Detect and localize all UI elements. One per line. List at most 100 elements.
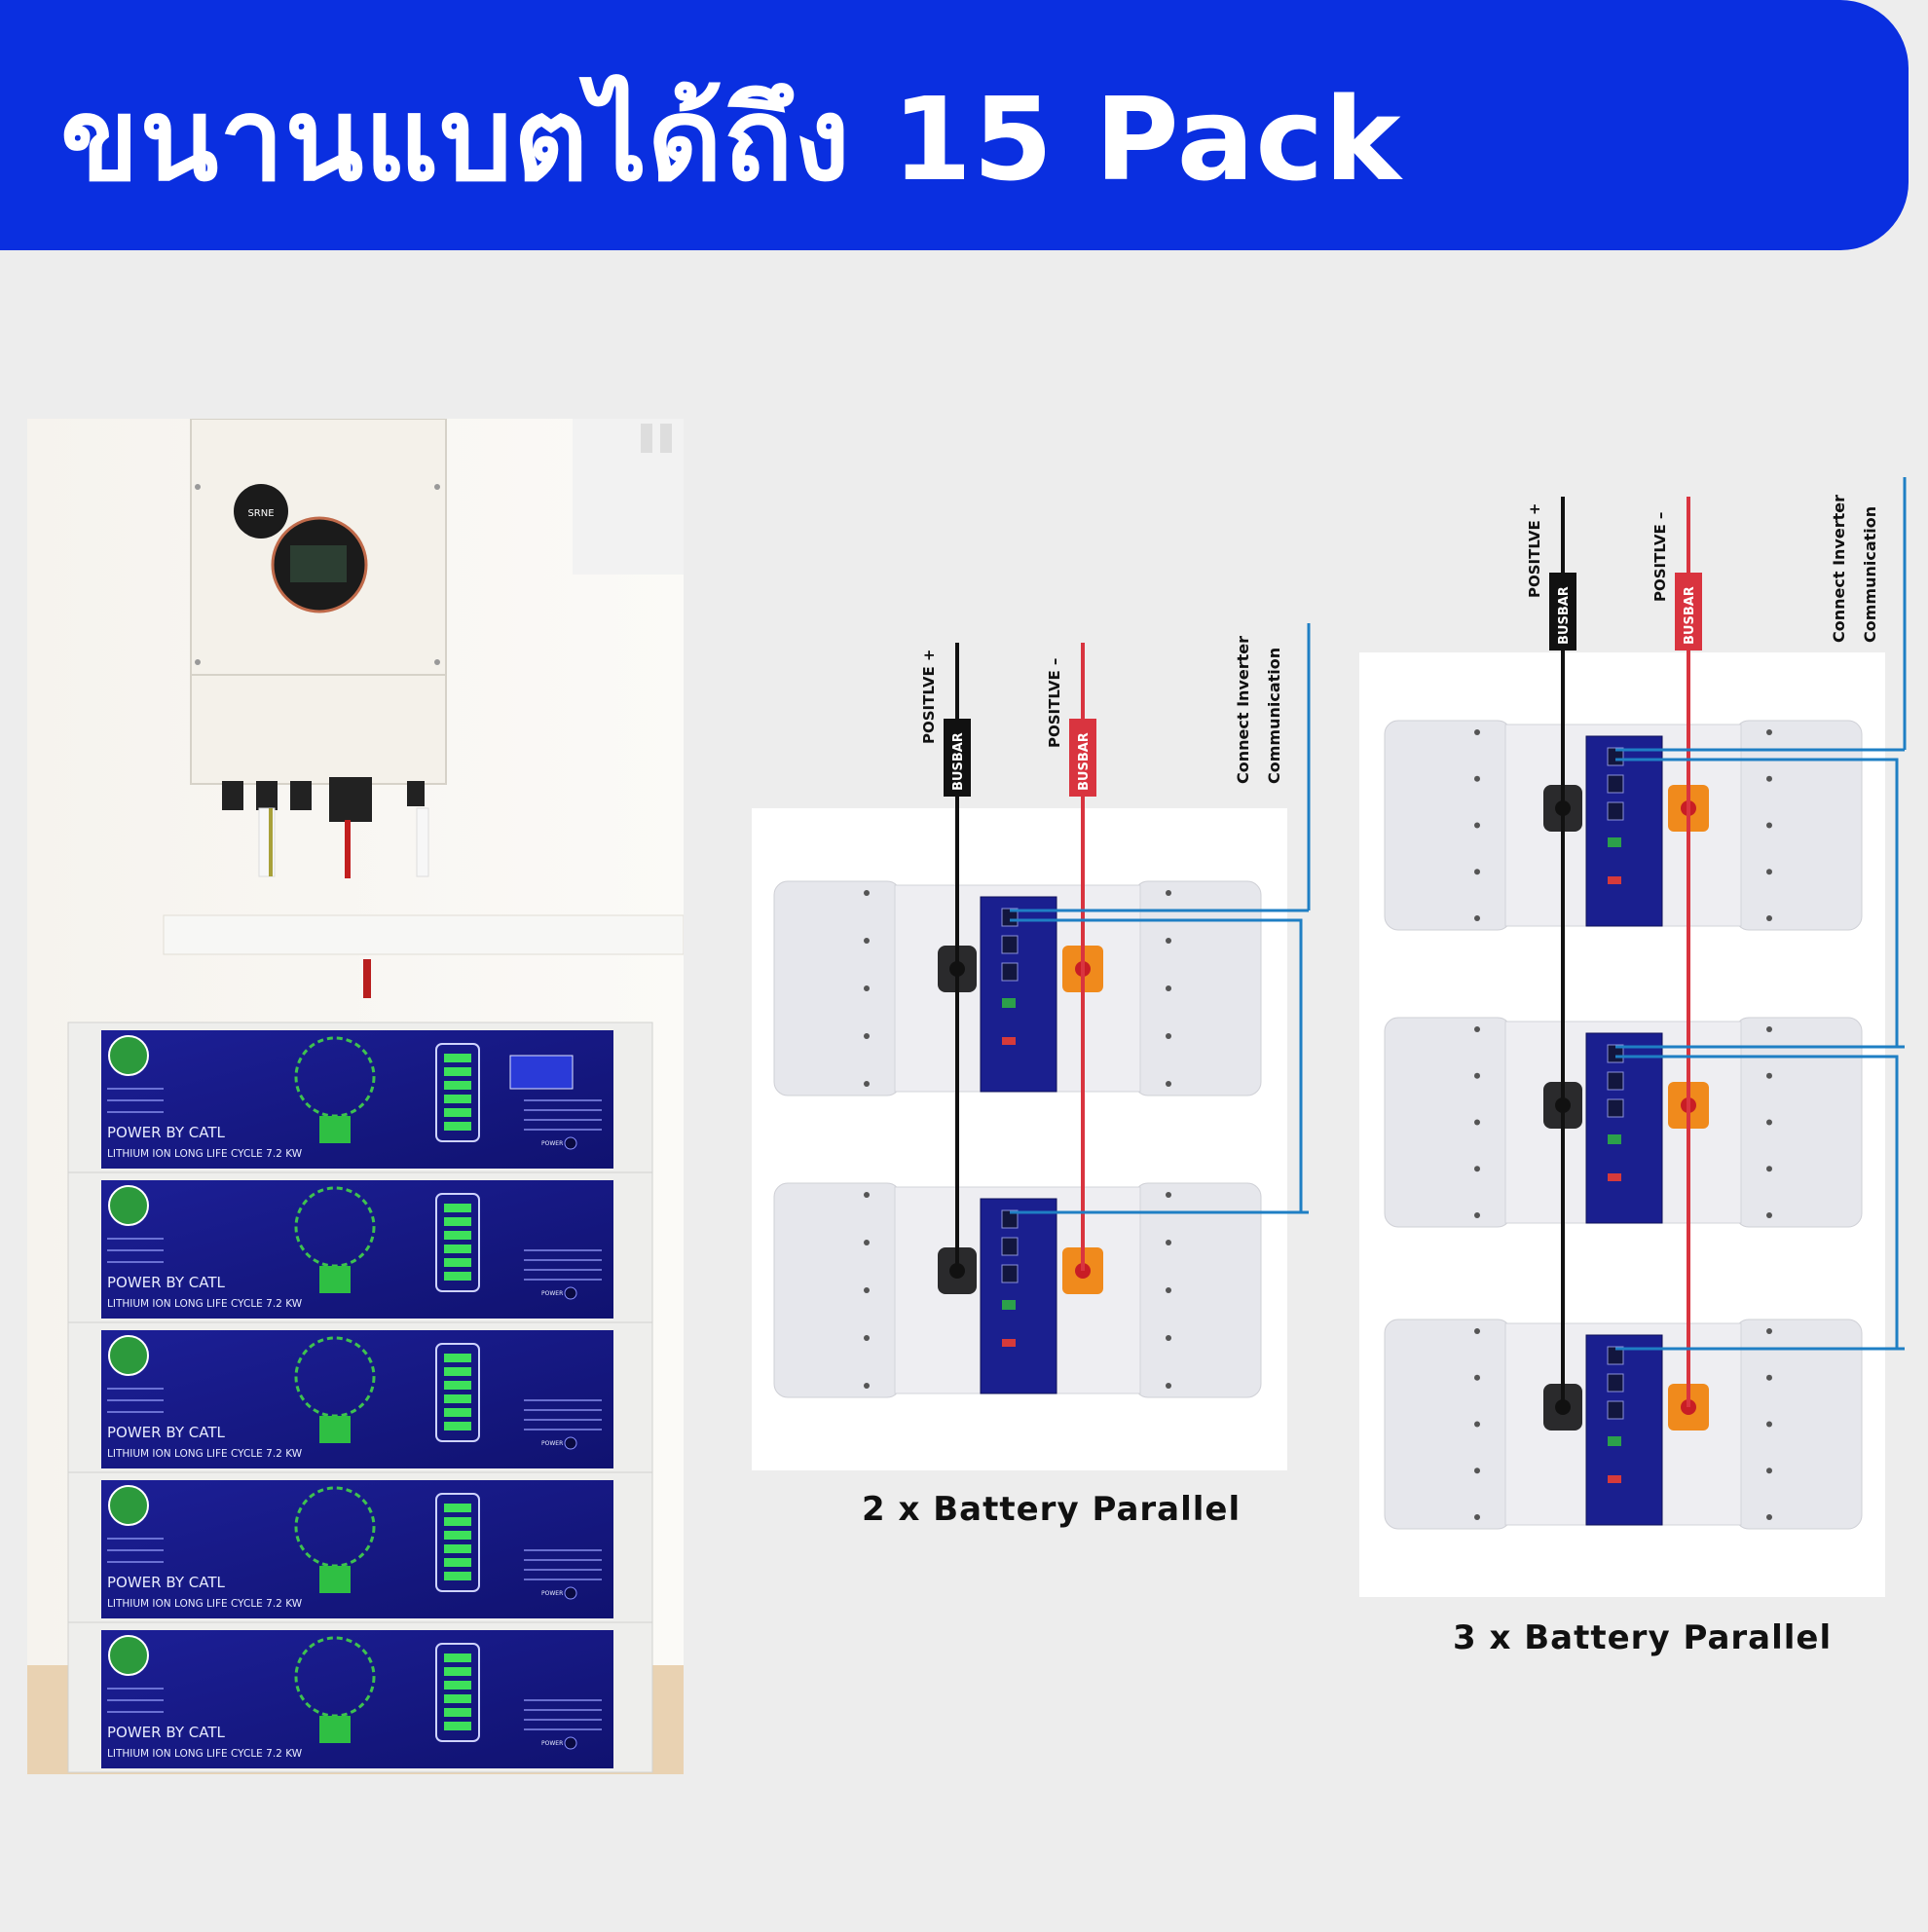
power-button [564, 1586, 577, 1600]
level-bar [444, 1408, 471, 1417]
screw-hole [1166, 1287, 1171, 1293]
level-bar [444, 1681, 471, 1690]
rj45-port [1001, 1209, 1019, 1229]
battery-level-icon [435, 1193, 480, 1292]
battery-spec-text: LITHIUM ION LONG LIFE CYCLE 7.2 KW [107, 1448, 303, 1460]
level-bar [444, 1381, 471, 1390]
level-bar [444, 1544, 471, 1553]
screw-hole [1766, 1421, 1772, 1428]
screw-hole [1166, 985, 1171, 991]
battery-unit [1384, 1319, 1863, 1530]
battery-stack: POWER BY CATL LITHIUM ION LONG LIFE CYCLE… [67, 1022, 653, 1773]
battery-spec-text: LITHIUM ION LONG LIFE CYCLE 7.2 KW [107, 1748, 303, 1760]
battery-brand-text: POWER BY CATL [107, 1124, 225, 1141]
caption-3-battery: 3 x Battery Parallel [1453, 1618, 1833, 1657]
rj45-port [1607, 1400, 1624, 1420]
shield-logo-icon [108, 1485, 149, 1526]
shield-logo-icon [108, 1185, 149, 1226]
screw-hole [1474, 869, 1480, 875]
level-bar [444, 1217, 471, 1226]
screw-hole [864, 890, 870, 896]
power-label: POWER [541, 1740, 563, 1747]
screw-hole [864, 1081, 870, 1087]
mount-bracket-right [1734, 720, 1863, 931]
screw-hole [1474, 1514, 1480, 1520]
dip-connector [1608, 1436, 1621, 1446]
control-panel [980, 896, 1057, 1093]
busbar-tag-negative [1069, 719, 1096, 797]
screw-hole [1766, 729, 1772, 735]
dip-switch [1608, 1173, 1621, 1181]
level-bar [444, 1245, 471, 1253]
screw-hole [1474, 1374, 1480, 1381]
bulb-base-icon [319, 1266, 351, 1293]
mount-bracket-right [1734, 1319, 1863, 1530]
screw-hole [1166, 1081, 1171, 1087]
screw-hole [1766, 775, 1772, 782]
screw-hole [1766, 822, 1772, 829]
battery-level-icon [435, 1343, 480, 1442]
battery-unit [773, 880, 1262, 1096]
busbar-tag-positive [944, 719, 971, 797]
level-bar [444, 1067, 471, 1076]
header-banner: ขนานแบตได้ถึง 15 Pack [0, 0, 1909, 250]
screw-hole [1474, 1328, 1480, 1334]
battery-front-panel [101, 1180, 613, 1319]
busbar-label-positive: BUSBAR [1557, 586, 1572, 645]
level-bar [444, 1367, 471, 1376]
battery-spec-text: LITHIUM ION LONG LIFE CYCLE 7.2 KW [107, 1298, 303, 1310]
comm-label-1: Connect Inverter [1830, 495, 1848, 643]
screw-hole [1766, 1374, 1772, 1381]
level-bar [444, 1231, 471, 1240]
screw-hole [1474, 1166, 1480, 1172]
level-bar [444, 1394, 471, 1403]
battery-level-icon [435, 1493, 480, 1592]
level-bar [444, 1095, 471, 1103]
positive-label: POSITLVE + [920, 650, 938, 745]
level-bar [444, 1108, 471, 1117]
negative-label: POSITLVE – [1651, 512, 1669, 602]
bulb-base-icon [319, 1116, 351, 1143]
power-button [564, 1436, 577, 1450]
mount-bracket-right [1133, 880, 1262, 1096]
busbar-tag-positive [1549, 573, 1576, 650]
rj45-port [1607, 801, 1624, 821]
mount-bracket-right [1734, 1017, 1863, 1228]
battery-spec-text: LITHIUM ION LONG LIFE CYCLE 7.2 KW [107, 1598, 303, 1610]
battery-level-icon [435, 1043, 480, 1142]
screw-hole [1766, 1026, 1772, 1032]
level-bar [444, 1054, 471, 1062]
busbar-label-negative: BUSBAR [1683, 586, 1697, 645]
screw-hole [1766, 1468, 1772, 1474]
battery-front-panel [101, 1030, 613, 1169]
comm-label-2: Communication [1265, 648, 1283, 784]
mount-bracket-left [773, 880, 902, 1096]
screw-hole [864, 938, 870, 944]
power-button [564, 1136, 577, 1150]
rj45-port [1607, 1373, 1624, 1393]
power-button [564, 1736, 577, 1750]
positive-label: POSITLVE + [1526, 503, 1543, 599]
screw-hole [1474, 775, 1480, 782]
screw-hole [1766, 1166, 1772, 1172]
level-bar [444, 1722, 471, 1730]
screw-hole [1766, 1328, 1772, 1334]
level-bar [444, 1204, 471, 1212]
level-bar [444, 1272, 471, 1281]
screw-hole [1766, 1072, 1772, 1079]
level-bar [444, 1422, 471, 1430]
mount-bracket-right [1133, 1182, 1262, 1398]
battery-level-icon [435, 1643, 480, 1742]
screw-hole [1166, 890, 1171, 896]
battery-unit [773, 1182, 1262, 1398]
screw-hole [1166, 1383, 1171, 1389]
level-bar [444, 1081, 471, 1090]
dip-switch [1002, 1037, 1016, 1045]
busbar-label-negative: BUSBAR [1077, 732, 1092, 791]
installation-photo: SRNE POWER BY CATL LITHIUM ION LONG LIFE … [27, 419, 684, 1774]
inverter: SRNE [190, 419, 447, 878]
